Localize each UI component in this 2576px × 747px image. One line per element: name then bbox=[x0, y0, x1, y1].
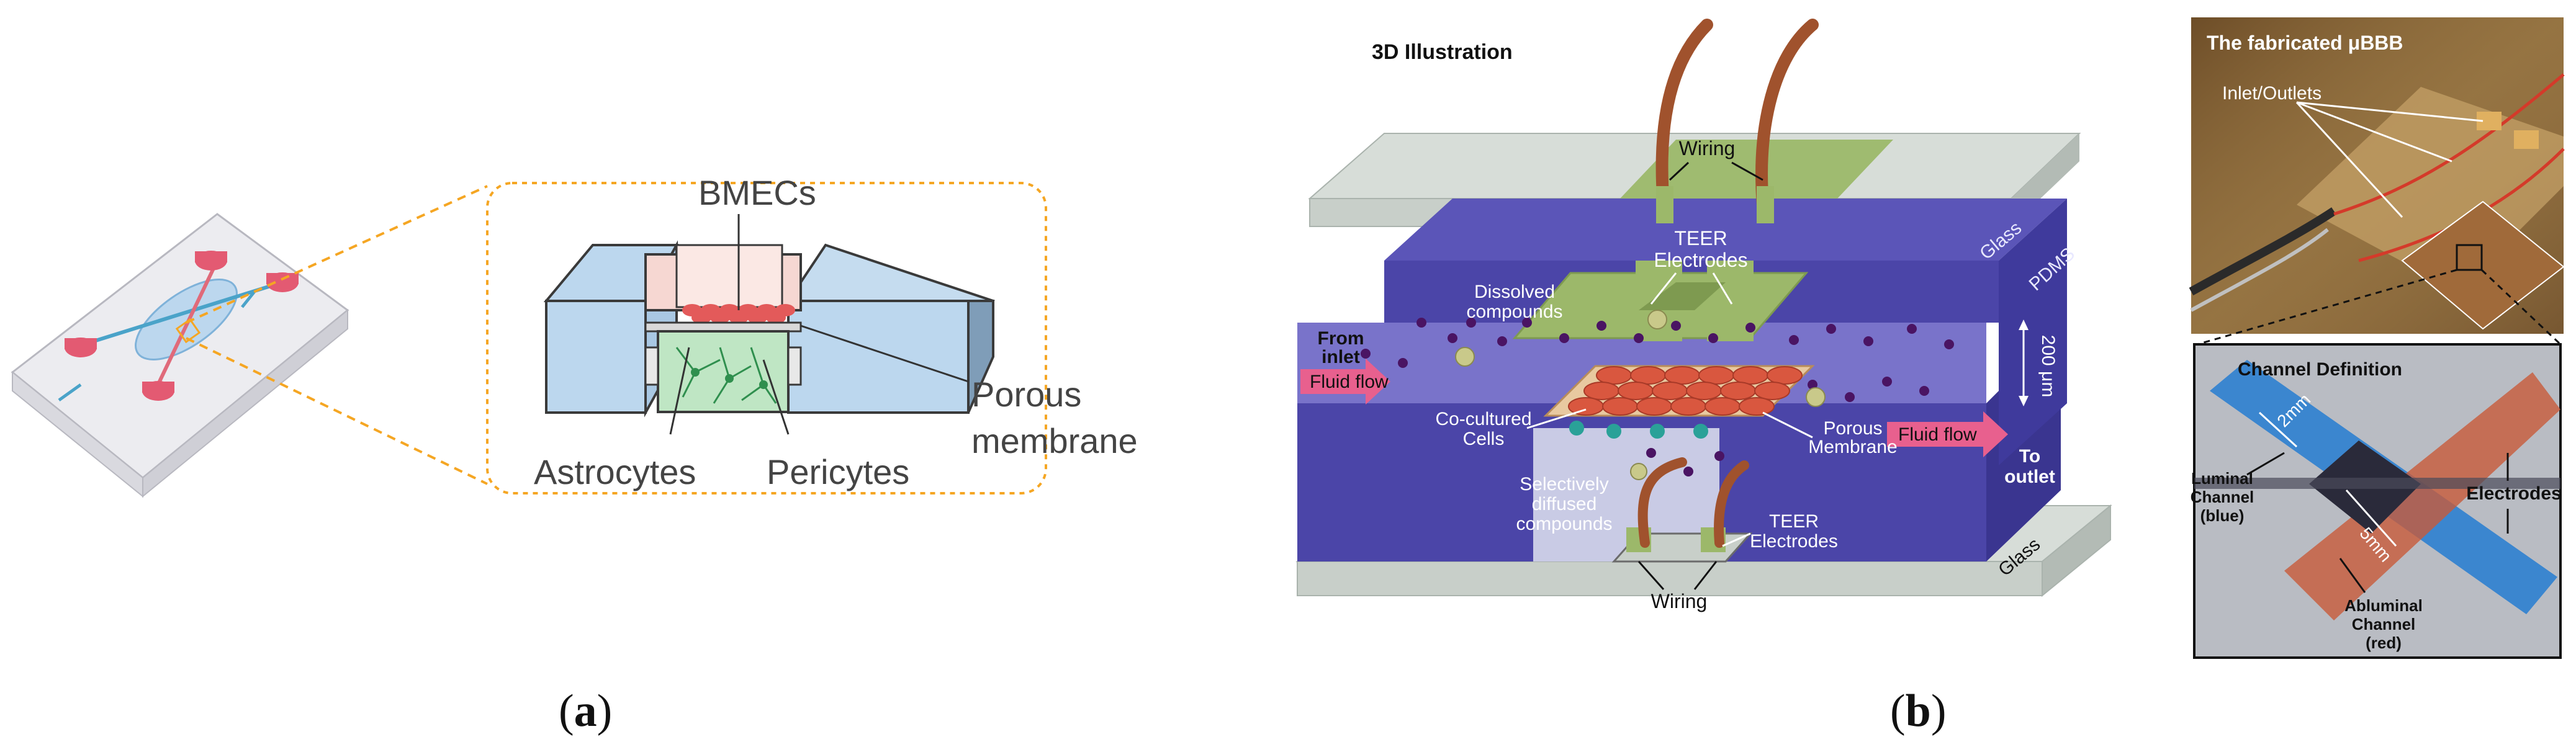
zoom-box bbox=[486, 182, 1047, 494]
label-teer-bottom-2: Electrodes bbox=[1750, 531, 1838, 552]
illustration-title: 3D Illustration bbox=[1372, 40, 1513, 64]
label-abluminal-1: Abluminal bbox=[2344, 596, 2423, 615]
panel-b: 3D Illustration bbox=[1295, 19, 2112, 736]
label-bmecs: BMECs bbox=[698, 173, 816, 212]
label-astrocytes: Astrocytes bbox=[534, 452, 696, 491]
label-dissolved-2: compounds bbox=[1466, 302, 1562, 322]
fluid-flow-arrow-left bbox=[1300, 359, 1390, 405]
label-teer-top-2: Electrodes bbox=[1654, 249, 1747, 271]
label-porous-1: Porous bbox=[971, 375, 1081, 414]
label-selective-1: Selectively bbox=[1520, 474, 1608, 494]
zoom-line-bottom bbox=[186, 337, 488, 485]
wire-bottom-right bbox=[1714, 460, 1749, 548]
label-luminal-2: Channel bbox=[2191, 488, 2254, 506]
panel-a: BMECs Porous membrane Astrocytes Pericyt… bbox=[11, 173, 1138, 736]
label-abluminal-3: (red) bbox=[2366, 633, 2402, 652]
wire-top-right bbox=[1755, 19, 1819, 211]
label-from-inlet-1: From bbox=[1318, 328, 1364, 349]
label-porous-2: membrane bbox=[971, 421, 1138, 460]
pdms-upper-top bbox=[1384, 199, 2067, 261]
label-abluminal-2: Channel bbox=[2352, 615, 2416, 633]
label-dimension: 200 μm bbox=[2038, 335, 2058, 398]
label-porous-1: Porous bbox=[1823, 418, 1882, 439]
label-wiring-bottom: Wiring bbox=[1651, 590, 1708, 612]
label-fabricated-title: The fabricated μBBB bbox=[2207, 32, 2403, 54]
label-inlet-outlets: Inlet/Outlets bbox=[2222, 83, 2322, 104]
label-teer-top-1: TEER bbox=[1674, 227, 1727, 249]
label-to-outlet-1: To bbox=[2019, 446, 2040, 467]
chip-device bbox=[11, 213, 349, 498]
label-fluid-flow-left: Fluid flow bbox=[1310, 372, 1389, 392]
label-porous-2: Membrane bbox=[1808, 437, 1897, 457]
label-selective-3: compounds bbox=[1516, 514, 1612, 534]
label-fluid-flow-right: Fluid flow bbox=[1898, 424, 1977, 445]
zoom-line-top bbox=[186, 185, 488, 324]
caption-a: (a) bbox=[559, 686, 612, 736]
cross-section bbox=[543, 240, 995, 418]
label-teer-bottom-1: TEER bbox=[1769, 511, 1819, 532]
label-cocultured-2: Cells bbox=[1463, 429, 1505, 449]
fluid-flow-arrow-right bbox=[1887, 411, 2008, 457]
label-dissolved-1: Dissolved bbox=[1474, 282, 1555, 302]
photo-panel: The fabricated μBBB Inlet/Outlets Channe… bbox=[2189, 17, 2565, 659]
label-pericytes: Pericytes bbox=[767, 452, 909, 491]
label-to-outlet-2: outlet bbox=[2004, 467, 2055, 487]
label-luminal-3: (blue) bbox=[2200, 506, 2245, 525]
label-wiring-top: Wiring bbox=[1679, 137, 1736, 159]
label-from-inlet-2: inlet bbox=[1322, 347, 1360, 367]
wire-bottom-left bbox=[1637, 457, 1687, 548]
label-electrodes: Electrodes bbox=[2466, 483, 2561, 504]
caption-b: (b) bbox=[1890, 686, 1946, 736]
label-luminal-1: Luminal bbox=[2191, 469, 2253, 488]
label-selective-2: diffused bbox=[1532, 494, 1597, 514]
label-channel-definition: Channel Definition bbox=[2238, 359, 2402, 380]
wire-top-left bbox=[1655, 19, 1713, 211]
cell-layer bbox=[1568, 366, 1803, 416]
compound-dots bbox=[1361, 318, 1954, 476]
label-cocultured-1: Co-cultured bbox=[1435, 409, 1531, 429]
